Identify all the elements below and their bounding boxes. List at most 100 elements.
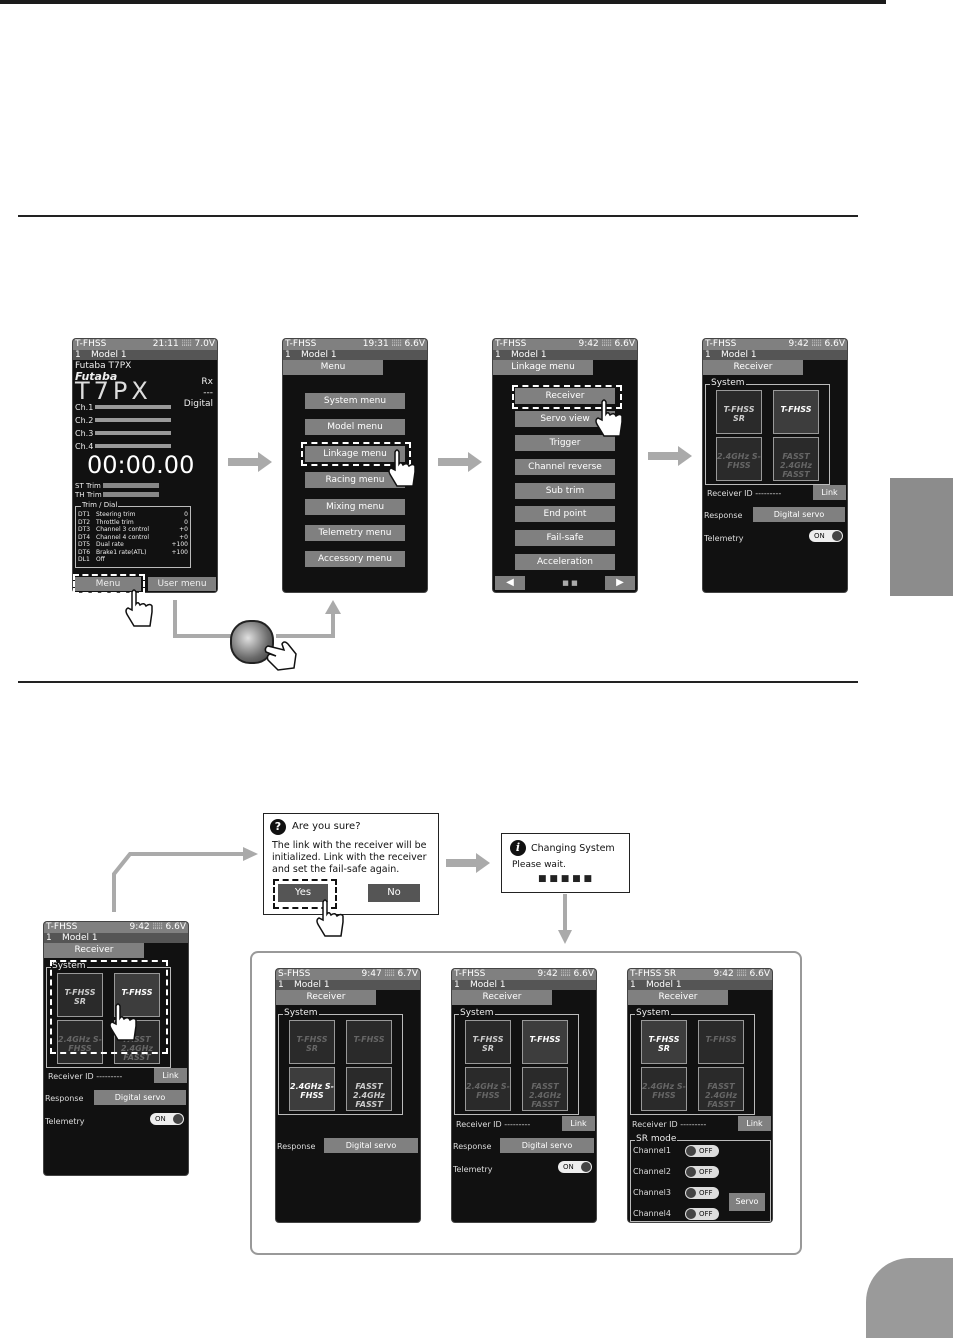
question-icon: ?: [270, 819, 286, 835]
acceleration-item[interactable]: Acceleration: [515, 554, 615, 570]
t-fhss-tile[interactable]: T-FHSS: [114, 973, 160, 1017]
receiver-item[interactable]: Receiver: [515, 388, 615, 404]
servo-view-item[interactable]: Servo view: [515, 411, 615, 427]
sub-trim-item[interactable]: Sub trim: [515, 483, 615, 499]
t-fhss-tile[interactable]: T-FHSS: [346, 1020, 392, 1064]
prev-page-button[interactable]: ◀: [495, 576, 525, 590]
changing-system-dialog: i Changing System Please wait. ■ ■ ■ ■ ■: [501, 833, 630, 893]
flow-arrows-bottom: [112, 847, 572, 944]
fail-safe-item[interactable]: Fail-safe: [515, 530, 615, 546]
t-fhss-sr-tile[interactable]: T-FHSS SR: [57, 973, 103, 1017]
channel-bar: [95, 431, 171, 435]
dialog-title: Are you sure?: [292, 821, 361, 832]
racing-menu-button[interactable]: Racing menu: [305, 472, 405, 488]
st-trim-label: ST Trim: [75, 482, 101, 490]
t-fhss-tile[interactable]: T-FHSS: [522, 1020, 568, 1064]
mixing-menu-button[interactable]: Mixing menu: [305, 499, 405, 515]
system-frame: System T-FHSS SR T-FHSS 2.4GHz S-FHSS FA…: [705, 378, 830, 485]
tap-hand-icon: [262, 636, 302, 676]
s-fhss-tile[interactable]: 2.4GHz S-FHSS: [641, 1067, 687, 1111]
linkage-highlight: [301, 442, 411, 466]
timer: 00:00.00: [87, 451, 195, 479]
tap-hand-icon: [313, 898, 345, 942]
channel2-toggle[interactable]: OFF: [685, 1166, 719, 1178]
receiver-title: Receiver: [452, 990, 552, 1005]
progress-indicator: ■ ■ ■ ■ ■: [538, 874, 592, 884]
channel-label: Ch.2: [75, 416, 94, 425]
fasst-tile[interactable]: FASST 2.4GHz FASST: [346, 1067, 392, 1111]
link-button[interactable]: Link: [154, 1068, 187, 1083]
system-menu-button[interactable]: System menu: [305, 393, 405, 409]
linkage-menu-button[interactable]: Linkage menu: [305, 446, 405, 462]
receiver-highlight: [512, 385, 622, 409]
system-frame: System T-FHSS SR T-FHSS 2.4GHz S-FHSS FA…: [630, 1008, 755, 1115]
receiver-id-label: Receiver ID ---------: [632, 1120, 707, 1129]
menu-highlight: [73, 574, 145, 594]
no-button[interactable]: No: [368, 884, 420, 902]
response-select[interactable]: Digital servo: [324, 1138, 418, 1153]
accessory-menu-button[interactable]: Accessory menu: [305, 551, 405, 567]
link-button[interactable]: Link: [562, 1116, 595, 1131]
next-page-button[interactable]: ▶: [605, 576, 635, 590]
t-fhss-sr-tile[interactable]: T-FHSS SR: [641, 1020, 687, 1064]
model-menu-button[interactable]: Model menu: [305, 419, 405, 435]
t-fhss-tile[interactable]: T-FHSS: [773, 390, 819, 434]
fasst-tile[interactable]: FASST 2.4GHz FASST: [698, 1067, 744, 1111]
section-divider: [18, 215, 858, 217]
futaba-logo: Futaba: [75, 370, 118, 383]
channel-reverse-item[interactable]: Channel reverse: [515, 459, 615, 475]
t-fhss-sr-tile[interactable]: T-FHSS SR: [716, 390, 762, 434]
response-select[interactable]: Digital servo: [753, 507, 845, 522]
user-menu-button[interactable]: User menu: [148, 577, 216, 591]
telemetry-menu-button[interactable]: Telemetry menu: [305, 525, 405, 541]
servo-button[interactable]: Servo: [729, 1193, 765, 1211]
rx-value: ---: [203, 388, 213, 398]
yes-button[interactable]: Yes: [278, 884, 328, 902]
telemetry-toggle[interactable]: ON: [150, 1113, 184, 1125]
t-fhss-tile[interactable]: T-FHSS: [698, 1020, 744, 1064]
s-fhss-tile[interactable]: 2.4GHz S-FHSS: [465, 1067, 511, 1111]
s-fhss-tile[interactable]: 2.4GHz S-FHSS: [289, 1067, 335, 1111]
channel-bar: [95, 405, 171, 409]
th-trim-label: TH Trim: [75, 491, 102, 499]
section-divider: [18, 681, 858, 683]
receiver-id-label: Receiver ID ---------: [456, 1120, 531, 1129]
fasst-tile[interactable]: FASST 2.4GHz FASST: [773, 437, 819, 481]
menu-button[interactable]: Menu: [75, 577, 141, 591]
tap-hand-icon: [106, 1002, 138, 1046]
s-fhss-tile[interactable]: 2.4GHz S-FHSS: [57, 1020, 103, 1064]
telemetry-toggle[interactable]: ON: [558, 1161, 592, 1173]
response-label: Response: [453, 1142, 492, 1151]
fasst-tile[interactable]: FASST 2.4GHz FASST: [114, 1020, 160, 1064]
response-select[interactable]: Digital servo: [94, 1090, 186, 1105]
dialog-message: The link with the receiver will be initi…: [272, 840, 427, 875]
link-button[interactable]: Link: [738, 1116, 771, 1131]
telemetry-toggle[interactable]: ON: [809, 530, 843, 542]
response-label: Response: [45, 1094, 84, 1103]
channel-label: Channel2: [633, 1167, 671, 1176]
trigger-item[interactable]: Trigger: [515, 435, 615, 451]
link-button[interactable]: Link: [813, 485, 846, 500]
response-select[interactable]: Digital servo: [500, 1138, 594, 1153]
page-indicator: ■ ■: [562, 579, 578, 587]
sr-mode-frame: SR mode Channel1 OFF Channel2 OFF Channe…: [630, 1134, 771, 1222]
channel3-toggle[interactable]: OFF: [685, 1187, 719, 1199]
t-fhss-sr-tile[interactable]: T-FHSS SR: [289, 1020, 335, 1064]
fasst-tile[interactable]: FASST 2.4GHz FASST: [522, 1067, 568, 1111]
system-frame: System T-FHSS SR T-FHSS 2.4GHz S-FHSS FA…: [454, 1008, 579, 1115]
end-point-item[interactable]: End point: [515, 506, 615, 522]
channel1-toggle[interactable]: OFF: [685, 1145, 719, 1157]
s-fhss-tile[interactable]: 2.4GHz S-FHSS: [716, 437, 762, 481]
response-label: Response: [704, 511, 743, 520]
channel4-toggle[interactable]: OFF: [685, 1208, 719, 1220]
t-fhss-sr-tile[interactable]: T-FHSS SR: [465, 1020, 511, 1064]
receiver-title: Receiver: [628, 990, 728, 1005]
